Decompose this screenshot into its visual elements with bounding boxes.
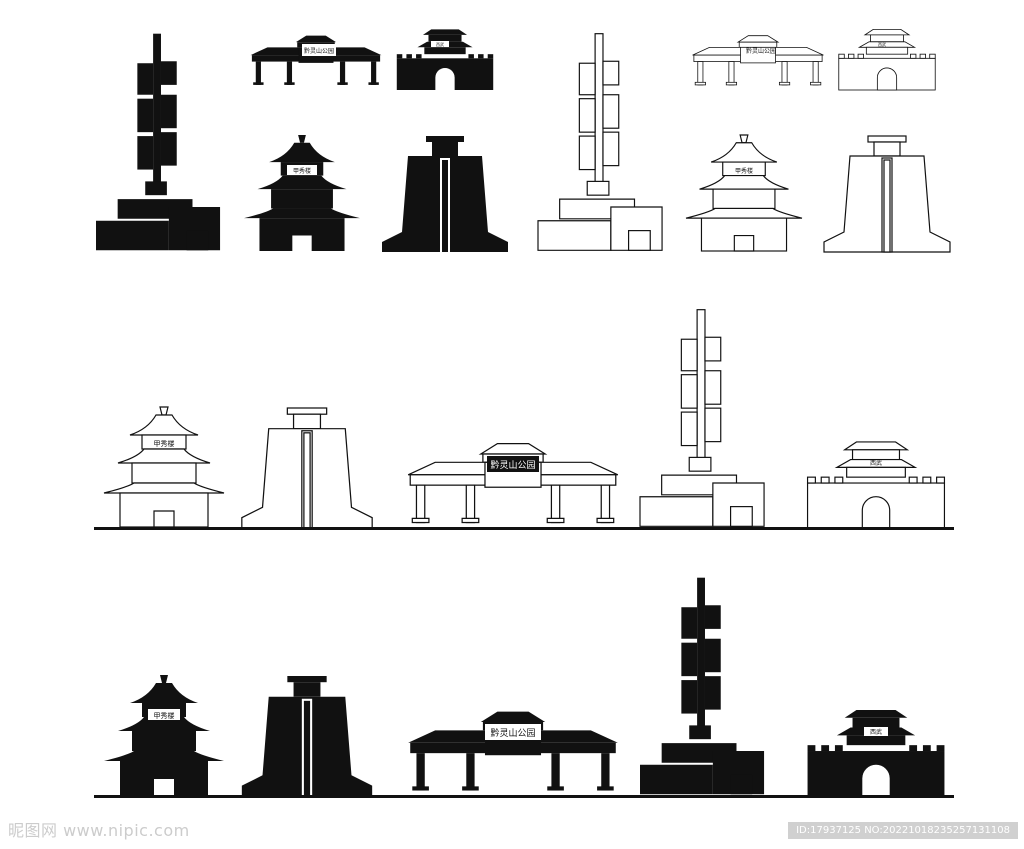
citygate-filled-skyline bbox=[807, 709, 945, 796]
citygate-sign-r3: 西武 bbox=[870, 728, 882, 736]
citygate-outline-skyline bbox=[806, 441, 946, 529]
pagoda-outline bbox=[685, 134, 803, 252]
citygate-sign-r1a: 西武 bbox=[436, 41, 444, 47]
gate-silhouette bbox=[250, 35, 382, 85]
id-watermark: ID:17937125 NO:20221018235257131108 bbox=[788, 822, 1018, 839]
tower-silhouette bbox=[96, 33, 221, 251]
gate-sign-r1b: 黔灵山公园 bbox=[746, 47, 776, 55]
pyramid-outline bbox=[823, 135, 951, 253]
gate-outline bbox=[692, 35, 824, 86]
pagoda-sign-r2: 甲秀楼 bbox=[154, 439, 175, 448]
pyramid-filled-skyline bbox=[241, 676, 373, 796]
gate-sign-r3: 黔灵山公园 bbox=[490, 727, 535, 739]
gate-sign-r2: 黔灵山公园 bbox=[490, 459, 535, 471]
pagoda-sign-r3: 甲秀楼 bbox=[154, 711, 175, 720]
gate-sign-r1a: 黔灵山公园 bbox=[304, 47, 334, 55]
gate-filled-skyline bbox=[408, 711, 618, 791]
pagoda-outline-skyline bbox=[103, 406, 225, 528]
citygate-outline bbox=[838, 28, 936, 91]
tower-filled-skyline bbox=[640, 577, 765, 795]
row2-ground-line bbox=[94, 527, 954, 530]
gate-outline-skyline bbox=[407, 442, 619, 524]
row1-silhouettes bbox=[96, 29, 508, 252]
citygate-sign-r1b: 西武 bbox=[878, 41, 886, 47]
tower-outline-skyline bbox=[639, 309, 765, 527]
pyramid-outline-skyline bbox=[241, 407, 373, 529]
pagoda-silhouette bbox=[244, 135, 360, 251]
pyramid-silhouette bbox=[382, 136, 508, 252]
row3-filled-skyline bbox=[104, 577, 945, 796]
citygate-silhouette bbox=[396, 29, 494, 90]
signboards: 黔灵山公园 西武 甲秀楼 黔灵山公园 西武 甲秀楼 甲秀楼 黔灵山公园 西武 甲… bbox=[148, 41, 888, 740]
pagoda-filled-skyline bbox=[104, 675, 224, 795]
row1-outlines bbox=[537, 28, 951, 253]
row2-outline-skyline bbox=[103, 309, 946, 529]
pagoda-sign-r1a: 甲秀楼 bbox=[293, 167, 311, 175]
site-watermark: 昵图网 www.nipic.com bbox=[8, 821, 190, 840]
citygate-sign-r2: 西武 bbox=[870, 459, 882, 467]
pagoda-sign-r1b: 甲秀楼 bbox=[735, 167, 753, 175]
row3-ground-line bbox=[94, 795, 954, 798]
tower-outline bbox=[537, 33, 663, 251]
